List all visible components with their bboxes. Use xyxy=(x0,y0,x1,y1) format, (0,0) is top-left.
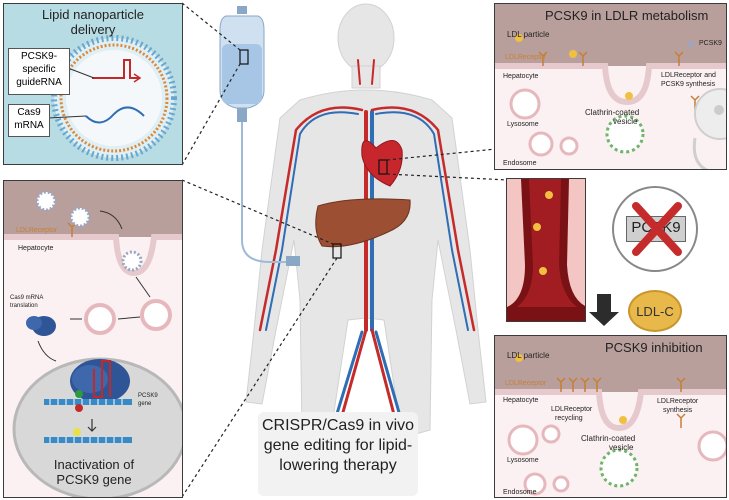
hep-pcsk9-l1: PCSK9 xyxy=(138,393,158,399)
guide-rna-l1: PCSK9- xyxy=(20,51,58,62)
inhib-recyc-l1: LDLReceptor xyxy=(551,406,593,413)
ldl-c-label: LDL-C xyxy=(636,304,674,319)
caption-box: CRISPR/Cas9 in vivo gene editing for lip… xyxy=(258,412,418,496)
hepatocyte-panel: LDLReceptor Hepatocyte Cas9 mRNA transla… xyxy=(3,180,183,498)
inhib-endosome: Endosome xyxy=(503,489,537,496)
artery-illustration xyxy=(507,179,585,321)
inhib-recyc-l2: recycling xyxy=(555,415,583,422)
hep-inact-l1: Inactivation of xyxy=(53,457,135,472)
hep-pcsk9-l2: gene xyxy=(138,401,152,407)
hep-inact-l2: PCSK9 gene xyxy=(56,472,132,487)
hep-ldlreceptor: LDLReceptor xyxy=(16,227,58,234)
cas9-mrna-l2: mRNA xyxy=(14,120,44,131)
inhib-synth-l1: LDLReceptor xyxy=(657,398,699,405)
caption-l3: lowering therapy xyxy=(279,457,397,474)
ldlr-synth-l1: LDLReceptor and xyxy=(661,72,716,79)
hep-trans-l2: translation xyxy=(10,303,38,309)
lnp-panel: Lipid nanoparticle delivery PCSK9- speci… xyxy=(3,3,183,165)
lnp-particle-illustration xyxy=(47,35,177,161)
guide-rna-l3: guideRNA xyxy=(16,77,62,88)
guide-rna-label: PCSK9- specific guideRNA xyxy=(8,48,70,95)
inhib-lysosome: Lysosome xyxy=(507,457,539,464)
ldlr-lysosome: Lysosome xyxy=(507,121,539,128)
ldlr-endosome: Endosome xyxy=(503,160,537,167)
inhibition-cell-illustration xyxy=(495,336,726,496)
inhib-clathrin-l1: Clathrin-coated xyxy=(581,434,636,443)
pcsk9-knockout: PCSK9 xyxy=(612,186,698,272)
ldlr-cell-illustration xyxy=(495,4,726,169)
hepatocyte-illustration xyxy=(4,181,182,497)
inhib-title: PCSK9 inhibition xyxy=(605,340,703,355)
hep-trans-l1: Cas9 mRNA xyxy=(10,295,44,301)
caption-l1: CRISPR/Cas9 in vivo xyxy=(261,417,415,434)
ldlr-ldl-particle: LDL particle xyxy=(507,30,550,39)
lnp-title-line2: delivery xyxy=(70,22,116,37)
inhib-clathrin-l2: vesicle xyxy=(609,443,634,452)
ldlr-hepatocyte: Hepatocyte xyxy=(503,73,539,80)
ldlr-clathrin-l2: vesicle xyxy=(613,117,638,126)
cross-icon xyxy=(632,202,682,256)
ldl-c-badge: LDL-C xyxy=(628,290,682,332)
ldlr-metabolism-panel: PCSK9 in LDLR metabolism LDL particle PC… xyxy=(494,3,727,170)
inhib-synth-l2: synthesis xyxy=(663,407,693,414)
cas9-mrna-label: Cas9 mRNA xyxy=(8,104,50,137)
artery-zoom xyxy=(506,178,586,322)
ldlr-clathrin-l1: Clathrin-coated xyxy=(585,108,640,117)
hep-inactivation-label: Inactivation of PCSK9 gene xyxy=(4,457,182,487)
inhib-ldlreceptor: LDLReceptor xyxy=(505,380,547,387)
ldlr-pcsk9: PCSK9 xyxy=(699,40,722,47)
hep-hepatocyte: Hepatocyte xyxy=(18,245,54,252)
lnp-title-line1: Lipid nanoparticle xyxy=(42,7,144,22)
cas9-mrna-l1: Cas9 xyxy=(17,107,41,118)
inhib-hepatocyte: Hepatocyte xyxy=(503,397,539,404)
inhib-ldl-particle: LDL particle xyxy=(507,351,550,360)
ldlr-synth-l2: PCSK9 synthesis xyxy=(661,81,716,88)
caption-l2: gene editing for lipid- xyxy=(263,437,413,454)
guide-rna-l2: specific xyxy=(22,64,56,75)
ldlr-title: PCSK9 in LDLR metabolism xyxy=(545,8,709,23)
ldlr-ldlreceptor: LDLReceptor xyxy=(505,54,547,61)
lnp-title: Lipid nanoparticle delivery xyxy=(4,7,182,37)
inhibition-panel: PCSK9 inhibition LDL particle LDLRecepto… xyxy=(494,335,727,498)
